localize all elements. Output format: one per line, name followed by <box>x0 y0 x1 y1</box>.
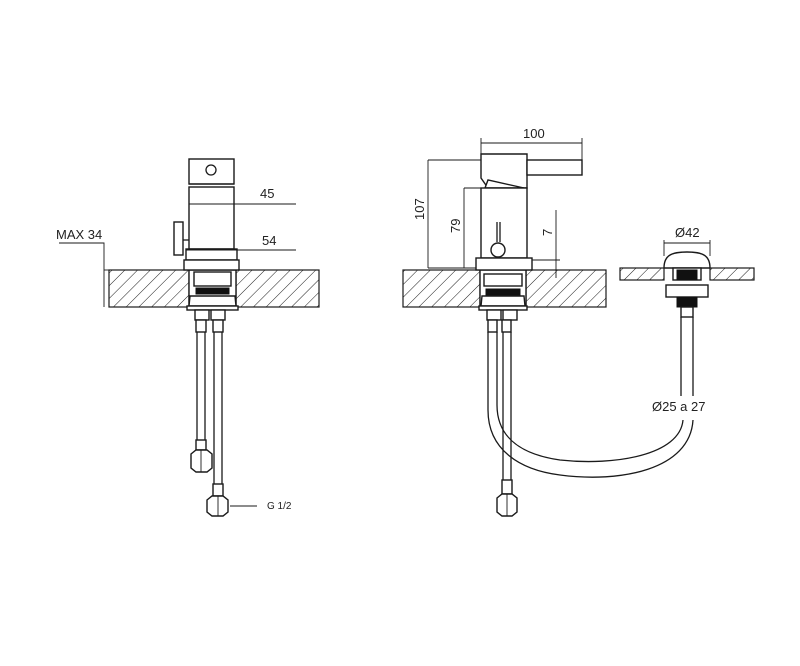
countertop-waste-left <box>619 267 665 281</box>
mixer-body-front <box>188 186 235 250</box>
side-hoses <box>487 319 694 517</box>
countertop-front <box>108 269 190 308</box>
dim-connection: G 1/2 <box>267 501 292 512</box>
lever-hole <box>205 164 217 176</box>
dim-body-height: 79 <box>448 219 463 233</box>
waste-flex-tube <box>487 332 694 478</box>
dim-cap-diameter: Ø42 <box>675 225 700 240</box>
dim-body-diameter: 45 <box>260 186 274 201</box>
dim-hole-diameter: Ø25 a 27 <box>652 399 706 414</box>
countertop-side-left <box>402 269 481 308</box>
lever-handle-front <box>188 158 235 185</box>
countertop-front-right <box>235 269 320 308</box>
supply-hoses <box>190 319 229 517</box>
dim-base-diameter: 54 <box>262 233 276 248</box>
waste-view: Ø42 Ø25 a 27 <box>619 225 755 414</box>
waste-cap <box>663 251 711 269</box>
dim-max-thickness: MAX 34 <box>56 227 102 242</box>
dim-lever-length: 100 <box>523 126 545 141</box>
dim-base-height: 7 <box>540 229 555 236</box>
countertop-side-right <box>525 269 607 308</box>
front-view: 45 54 MAX 34 G 1/2 <box>56 158 320 517</box>
countertop-waste-right <box>709 267 755 281</box>
dim-total-height: 107 <box>412 198 427 220</box>
side-view: 100 107 79 7 <box>402 126 694 517</box>
